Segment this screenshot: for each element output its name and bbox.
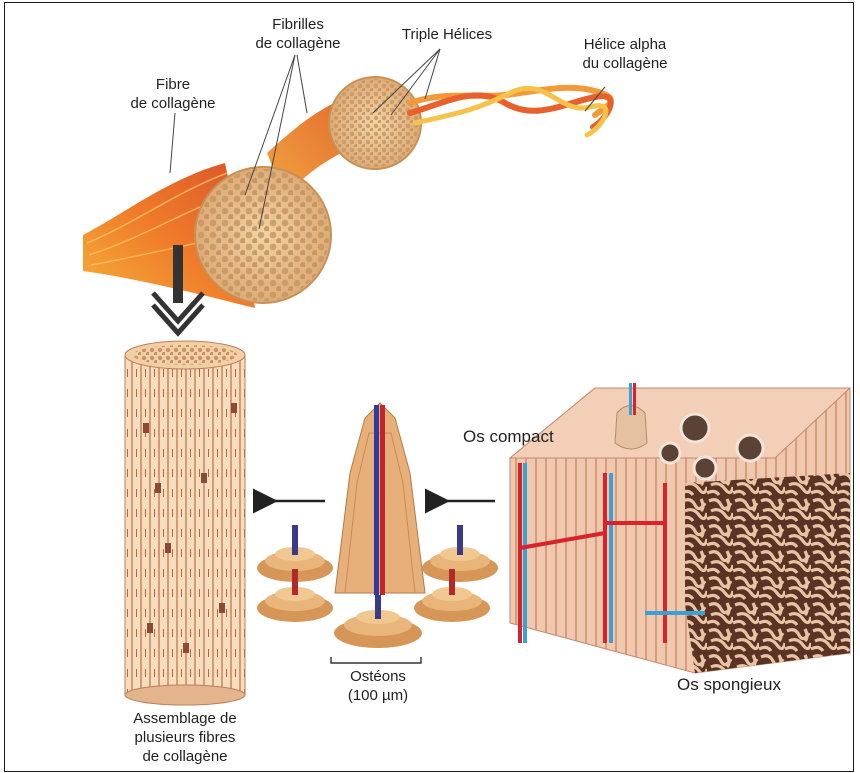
label-triple-helices: Triple Hélices (387, 25, 507, 44)
label-os-compact: Os compact (463, 427, 583, 447)
label-fibrilles-de-collagene: Fibrilles de collagène (233, 15, 363, 53)
fibril-dots (197, 169, 329, 301)
osteon-group (257, 403, 498, 648)
label-os-spongieux: Os spongieux (677, 675, 817, 695)
label-fibre-de-collagene: Fibre de collagène (113, 75, 233, 113)
label-assemblage: Assemblage de plusieurs fibres de collag… (95, 709, 275, 766)
osteon-scale-bracket (331, 657, 421, 663)
osteon-disc (334, 595, 422, 648)
label-helice-alpha: Hélice alpha du collagène (565, 35, 685, 73)
triple-helix-ribbons (410, 88, 611, 135)
collagen-column (125, 341, 245, 705)
bone-structure-diagram (5, 3, 855, 773)
osteon-central (335, 403, 425, 595)
triple-helix-dots (331, 79, 419, 167)
osteon-disc (422, 525, 498, 582)
label-osteons: Ostéons (100 µm) (323, 667, 433, 705)
diagram-frame: Fibre de collagène Fibrilles de collagèn… (4, 2, 854, 772)
